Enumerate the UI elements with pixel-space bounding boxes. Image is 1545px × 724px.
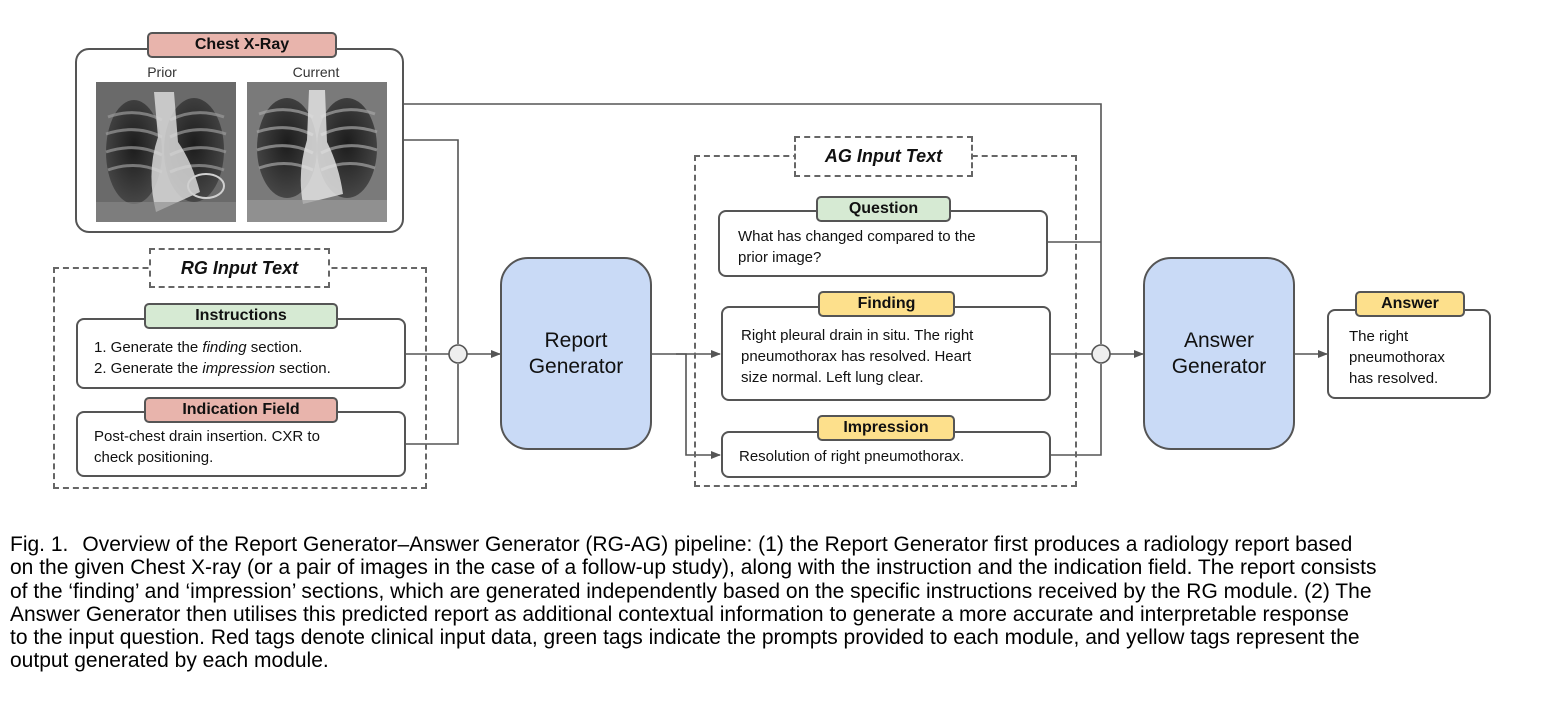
answer-line-3: has resolved. (1349, 369, 1439, 387)
report-generator-module: Report Generator (500, 257, 652, 450)
rg-junction-node (448, 344, 468, 364)
ag-input-title: AG Input Text (794, 136, 973, 177)
question-line-2: prior image? (738, 248, 822, 266)
caption-line-1: Fig. 1.Overview of the Report Generator–… (10, 533, 1353, 556)
caption-line-6: output generated by each module. (10, 649, 329, 673)
indication-line-2: check positioning. (94, 449, 214, 466)
caption-line-4: Answer Generator then utilises this pred… (10, 602, 1349, 626)
answer-tag: Answer (1355, 291, 1465, 317)
chest-xray-tag: Chest X-Ray (147, 32, 337, 58)
rg-to-impression-arrow (676, 353, 721, 459)
instruction-2: 2. Generate the impression section. (94, 359, 331, 377)
question-line-1: What has changed compared to the (738, 227, 976, 245)
report-generator-line-1: Report (544, 328, 608, 352)
instructions-tag: Instructions (144, 303, 338, 329)
caption-line-2: on the given Chest X-ray (or a pair of i… (10, 556, 1377, 580)
xray-to-rg-line (404, 139, 459, 344)
rg-input-title: RG Input Text (149, 248, 330, 288)
prior-label: Prior (147, 64, 177, 80)
finding-box: Right pleural drain in situ. The right p… (721, 306, 1051, 401)
answer-generator-line-2: Generator (1171, 354, 1267, 378)
caption-line-5: to the input question. Red tags denote c… (10, 626, 1360, 650)
pipeline-diagram: Chest X-Ray Prior Current (53, 32, 1491, 489)
finding-line-1: Right pleural drain in situ. The right (741, 327, 974, 344)
impression-tag: Impression (817, 415, 955, 441)
current-label: Current (292, 64, 340, 80)
ag-junction-node (1091, 344, 1111, 364)
indication-connector (406, 364, 459, 445)
finding-line-2: pneumothorax has resolved. Heart (741, 348, 972, 365)
answer-box: The right pneumothorax has resolved. (1327, 309, 1491, 399)
answer-generator-module: Answer Generator (1143, 257, 1295, 450)
impression-connector (1050, 364, 1102, 456)
instruction-1: 1. Generate the finding section. (94, 338, 303, 356)
xray-to-ag-line (404, 103, 1102, 344)
report-generator-line-2: Generator (528, 354, 624, 378)
indication-field-tag: Indication Field (144, 397, 338, 423)
question-tag: Question (816, 196, 951, 222)
answer-line-1: The right (1349, 327, 1409, 345)
impression-text: Resolution of right pneumothorax. (739, 448, 965, 465)
indication-line-1: Post-chest drain insertion. CXR to (94, 428, 320, 445)
figure-caption: Fig. 1.Overview of the Report Generator–… (10, 533, 1545, 673)
current-xray-image (247, 82, 387, 222)
caption-line-3: of the ‘finding’ and ‘impression’ sectio… (10, 579, 1372, 603)
figure-number: Fig. 1. (10, 533, 69, 556)
prior-xray-image (96, 82, 236, 222)
answer-line-2: pneumothorax (1349, 348, 1445, 366)
indication-field-box: Post-chest drain insertion. CXR to check… (76, 411, 406, 477)
answer-generator-line-1: Answer (1183, 328, 1255, 352)
finding-line-3: size normal. Left lung clear. (741, 369, 924, 386)
connector-lines (404, 103, 1328, 459)
finding-tag: Finding (818, 291, 955, 317)
